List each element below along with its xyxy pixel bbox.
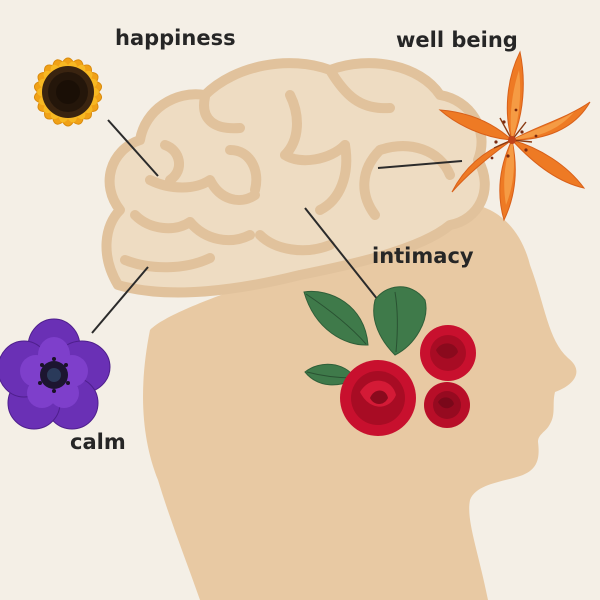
roses-icon: [303, 286, 476, 436]
label-well-being: well being: [396, 28, 518, 52]
connector-well-being: [377, 160, 463, 169]
connector-calm: [91, 266, 149, 334]
brain-folds: [120, 65, 455, 273]
lily-icon: [438, 50, 591, 222]
connector-intimacy: [304, 207, 379, 301]
label-intimacy: intimacy: [372, 244, 474, 268]
label-calm: calm: [70, 430, 126, 454]
brain: [101, 58, 490, 298]
label-happiness: happiness: [115, 26, 236, 50]
connector-lines: [91, 119, 463, 334]
sunflower-icon: [33, 57, 103, 127]
connector-happiness: [107, 119, 159, 177]
anemone-icon: [0, 318, 111, 430]
